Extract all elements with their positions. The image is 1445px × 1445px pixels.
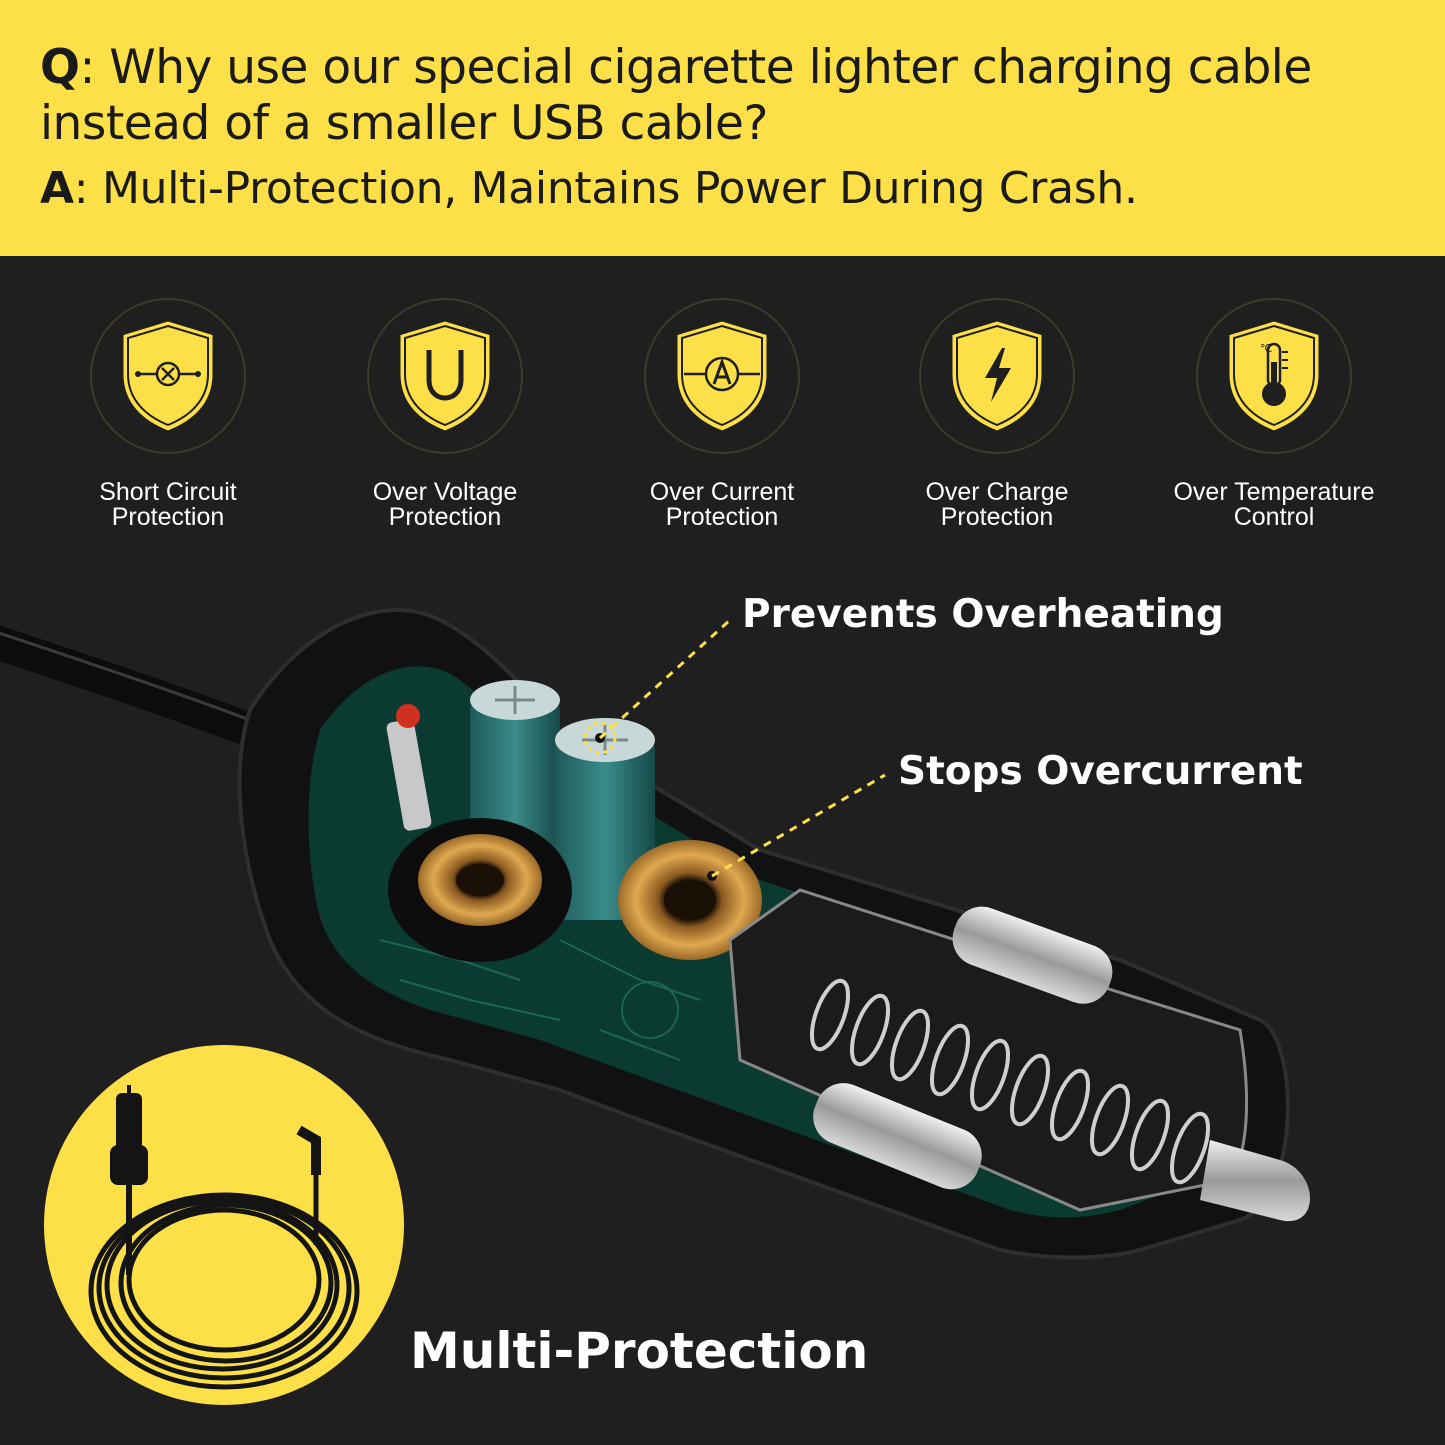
- feature-label: Over Charge Protection: [857, 480, 1137, 530]
- feature-over-voltage: Over Voltage Protection: [305, 298, 585, 530]
- lightning-shield-icon: [949, 318, 1045, 434]
- feature-ring: [90, 298, 246, 454]
- feature-ring: [919, 298, 1075, 454]
- feature-over-temperature: ℃ Over Temperature Control: [1134, 298, 1414, 530]
- qa-banner: Q: Why use our special cigarette lighter…: [0, 0, 1445, 256]
- spring: [809, 978, 1211, 1185]
- feature-label-line1: Short Circuit: [99, 478, 237, 506]
- answer-text: A: Multi-Protection, Maintains Power Dur…: [40, 162, 1420, 216]
- led-indicator: [386, 719, 432, 831]
- question-lead: Q: [40, 40, 80, 95]
- answer-lead: A: [40, 163, 74, 214]
- feature-label-line2: Protection: [111, 503, 225, 531]
- feature-label: Over Current Protection: [582, 480, 862, 530]
- feature-over-current: Over Current Protection: [582, 298, 862, 530]
- feature-short-circuit: Short Circuit Protection: [28, 298, 308, 530]
- tip-pin: [1200, 1140, 1310, 1222]
- callout-stops-overcurrent: Stops Overcurrent: [898, 749, 1303, 794]
- feature-ring: [644, 298, 800, 454]
- feature-ring: [367, 298, 523, 454]
- inductor-black: [388, 818, 572, 962]
- feature-label-line2: Protection: [665, 503, 779, 531]
- feature-label-line1: Over Temperature: [1173, 478, 1375, 506]
- question-body: : Why use our special cigarette lighter …: [40, 40, 1312, 151]
- side-contact-top: [952, 906, 1113, 1004]
- feature-label-line2: Protection: [388, 503, 502, 531]
- feature-label: Over Voltage Protection: [305, 480, 585, 530]
- question-text: Q: Why use our special cigarette lighter…: [40, 40, 1420, 152]
- answer-body: : Multi-Protection, Maintains Power Duri…: [73, 163, 1138, 214]
- current-a-shield-icon: [674, 318, 770, 434]
- feature-label: Short Circuit Protection: [28, 480, 308, 530]
- charger-cutaway-illustration: [0, 608, 1310, 1260]
- footer-title: Multi-Protection: [410, 1322, 869, 1380]
- feature-label-line1: Over Charge: [925, 478, 1069, 506]
- voltage-u-shield-icon: [397, 318, 493, 434]
- callout-prevents-overheating: Prevents Overheating: [742, 592, 1224, 637]
- overcurrent-callout-line: [711, 773, 886, 878]
- feature-label-line1: Over Voltage: [372, 478, 518, 506]
- feature-label-line2: Protection: [940, 503, 1054, 531]
- thermometer-shield-icon: ℃: [1226, 318, 1322, 434]
- feature-label-line2: Control: [1233, 503, 1315, 531]
- cable: [0, 625, 256, 746]
- coiled-cable-icon: [88, 1085, 360, 1390]
- short-circuit-shield-icon: [120, 318, 216, 434]
- feature-label-line1: Over Current: [649, 478, 795, 506]
- celsius-unit: ℃: [1260, 342, 1272, 355]
- feature-label: Over Temperature Control: [1134, 480, 1414, 530]
- side-contact-bottom: [813, 1083, 982, 1190]
- feature-over-charge: Over Charge Protection: [857, 298, 1137, 530]
- product-thumbnail: [44, 1045, 404, 1405]
- feature-ring: ℃: [1196, 298, 1352, 454]
- inductor-copper: [618, 840, 762, 960]
